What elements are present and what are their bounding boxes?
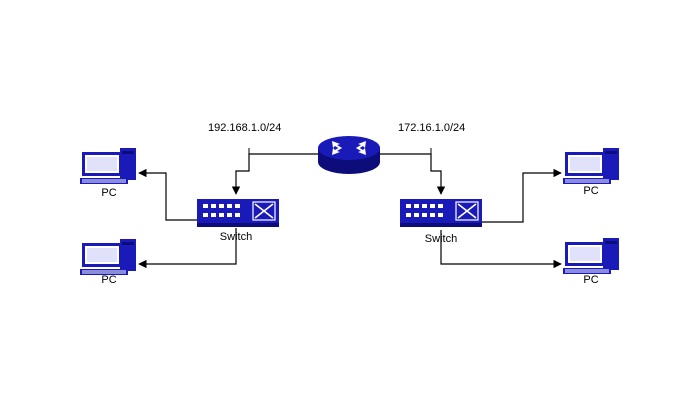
computer-icon [563, 148, 619, 184]
pc-left-bottom: PC [80, 239, 136, 286]
link-router-left-switch [231, 153, 320, 195]
switch-icon [197, 199, 279, 227]
pc-left-bottom-label: PC [101, 274, 116, 286]
pc-right-bottom-label: PC [583, 274, 598, 286]
pc-right-bottom: PC [563, 238, 619, 286]
computer-icon [80, 148, 136, 184]
link-router-right-switch [380, 153, 446, 195]
switch-right: Switch [400, 199, 482, 245]
switch-right-label: Switch [425, 233, 457, 245]
link-right-switch-pc-top [482, 168, 562, 223]
right-subnet-label: 172.16.1.0/24 [398, 122, 465, 134]
left-subnet-label: 192.168.1.0/24 [208, 122, 281, 134]
pc-left-top: PC [80, 148, 136, 199]
pc-right-top-label: PC [583, 185, 598, 197]
switch-icon [400, 199, 482, 227]
switch-left: Switch [197, 199, 279, 243]
router-icon [318, 136, 380, 174]
computer-icon [563, 238, 619, 274]
computer-icon [80, 239, 136, 275]
link-right-switch-pc-bottom [440, 230, 562, 269]
pc-right-top: PC [563, 148, 619, 197]
link-left-switch-pc-top [138, 168, 198, 221]
pc-left-top-label: PC [101, 187, 116, 199]
link-left-switch-pc-bottom [138, 228, 237, 269]
switch-left-label: Switch [220, 231, 252, 243]
